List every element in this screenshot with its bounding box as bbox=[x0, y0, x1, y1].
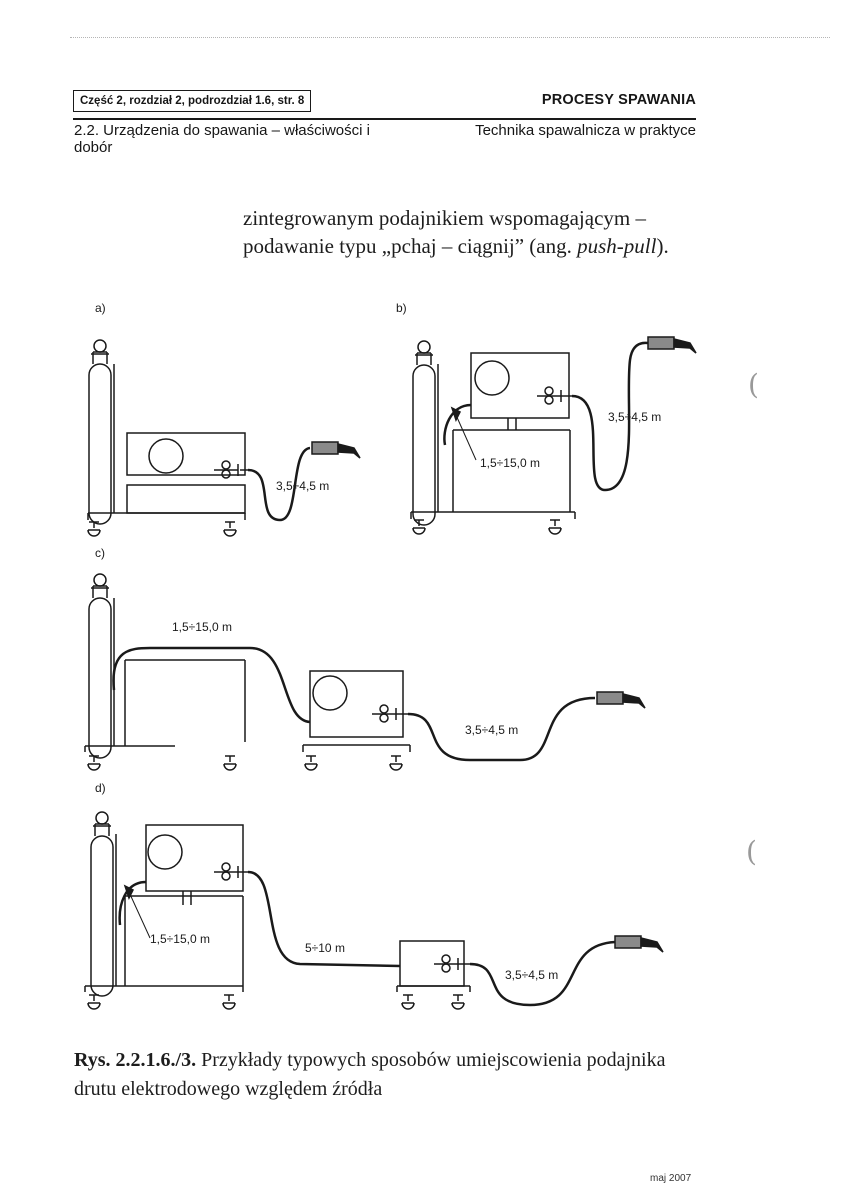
panel-a-label: a) bbox=[95, 301, 106, 315]
panel-d-cable-long-label: 1,5÷15,0 m bbox=[150, 932, 210, 946]
panel-a-cable-label: 3,5÷4,5 m bbox=[276, 479, 329, 493]
panel-d-label: d) bbox=[95, 781, 106, 795]
body-text-after: ). bbox=[656, 234, 669, 258]
caption-label: Rys. 2.2.1.6./3. bbox=[74, 1049, 197, 1071]
panel-d-cable-short-label: 3,5÷4,5 m bbox=[505, 968, 558, 982]
margin-mark-bottom: ( bbox=[746, 835, 757, 868]
panel-c-cable-long-label: 1,5÷15,0 m bbox=[172, 620, 232, 634]
panel-c-cable-short-label: 3,5÷4,5 m bbox=[465, 723, 518, 737]
panel-d-diagram: 1,5÷15,0 m 5÷10 m 3,5÷4,5 m bbox=[84, 811, 664, 1010]
margin-mark-top: ( bbox=[748, 368, 759, 401]
caption-text: Przykłady typowych sposobów umiejscowien… bbox=[74, 1049, 666, 1100]
panel-c-diagram: 1,5÷15,0 m 3,5÷4,5 m bbox=[84, 573, 646, 771]
panel-b-cable-short-label: 3,5÷4,5 m bbox=[608, 410, 661, 424]
header-title: PROCESY SPAWANIA bbox=[541, 92, 696, 108]
panel-b-diagram: 3,5÷4,5 m 1,5÷15,0 m bbox=[410, 336, 697, 535]
top-dotted-line bbox=[70, 37, 830, 38]
body-paragraph: zintegrowanym podajnikiem wspomagającym … bbox=[243, 204, 703, 260]
panel-b-cable-long-label: 1,5÷15,0 m bbox=[480, 456, 540, 470]
panel-b-label: b) bbox=[396, 301, 407, 315]
footer-date: maj 2007 bbox=[650, 1173, 692, 1184]
panel-d-cable-mid-label: 5÷10 m bbox=[305, 941, 345, 955]
body-text-before: zintegrowanym podajnikiem wspomagającym … bbox=[243, 206, 646, 258]
figure-caption: Rys. 2.2.1.6./3. Przykłady typowych spos… bbox=[74, 1046, 704, 1104]
panel-c-label: c) bbox=[95, 546, 105, 560]
chapter-title: 2.2. Urządzenia do spawania – właściwośc… bbox=[74, 122, 370, 156]
header-rule bbox=[73, 118, 696, 120]
section-reference: Część 2, rozdział 2, podrozdział 1.6, st… bbox=[73, 90, 312, 112]
body-text-italic: push-pull bbox=[577, 234, 657, 258]
panel-a-diagram: 3,5÷4,5 m bbox=[87, 339, 361, 537]
book-title: Technika spawalnicza w praktyce bbox=[475, 122, 696, 139]
